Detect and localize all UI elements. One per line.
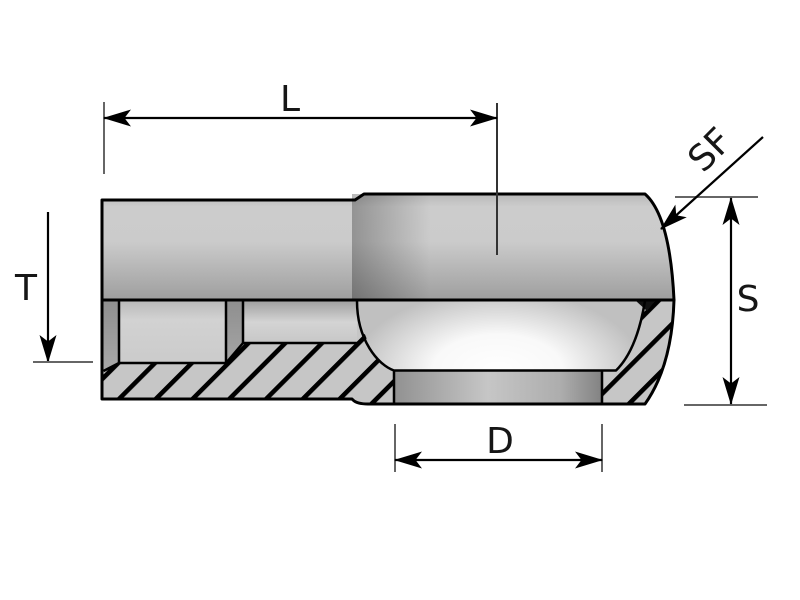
thread-bore-far-wall — [243, 301, 357, 343]
pocket-far-wall — [119, 301, 226, 363]
S-label: S — [737, 279, 760, 320]
dimension-D: D — [394, 421, 603, 472]
pocket-step-edge — [225, 342, 244, 364]
dimension-T: T — [14, 212, 93, 363]
bottom-bore — [394, 371, 602, 405]
SF-leader-line — [660, 136, 764, 230]
L-label: L — [280, 79, 300, 120]
pocket-outline — [117, 301, 228, 365]
pocket-entry-chamfer — [103, 301, 119, 371]
dimension-L: L — [103, 79, 498, 255]
section-wedge — [636, 301, 655, 311]
pocket-chamfer-edge — [102, 361, 120, 373]
step-shadow — [352, 194, 430, 300]
bottom-bore-outline — [392, 370, 604, 404]
part-outline — [100, 192, 676, 406]
D-label: D — [486, 421, 514, 462]
part-cross-section — [100, 192, 676, 406]
dimension-S: S — [675, 196, 767, 406]
T-label: T — [14, 268, 38, 309]
